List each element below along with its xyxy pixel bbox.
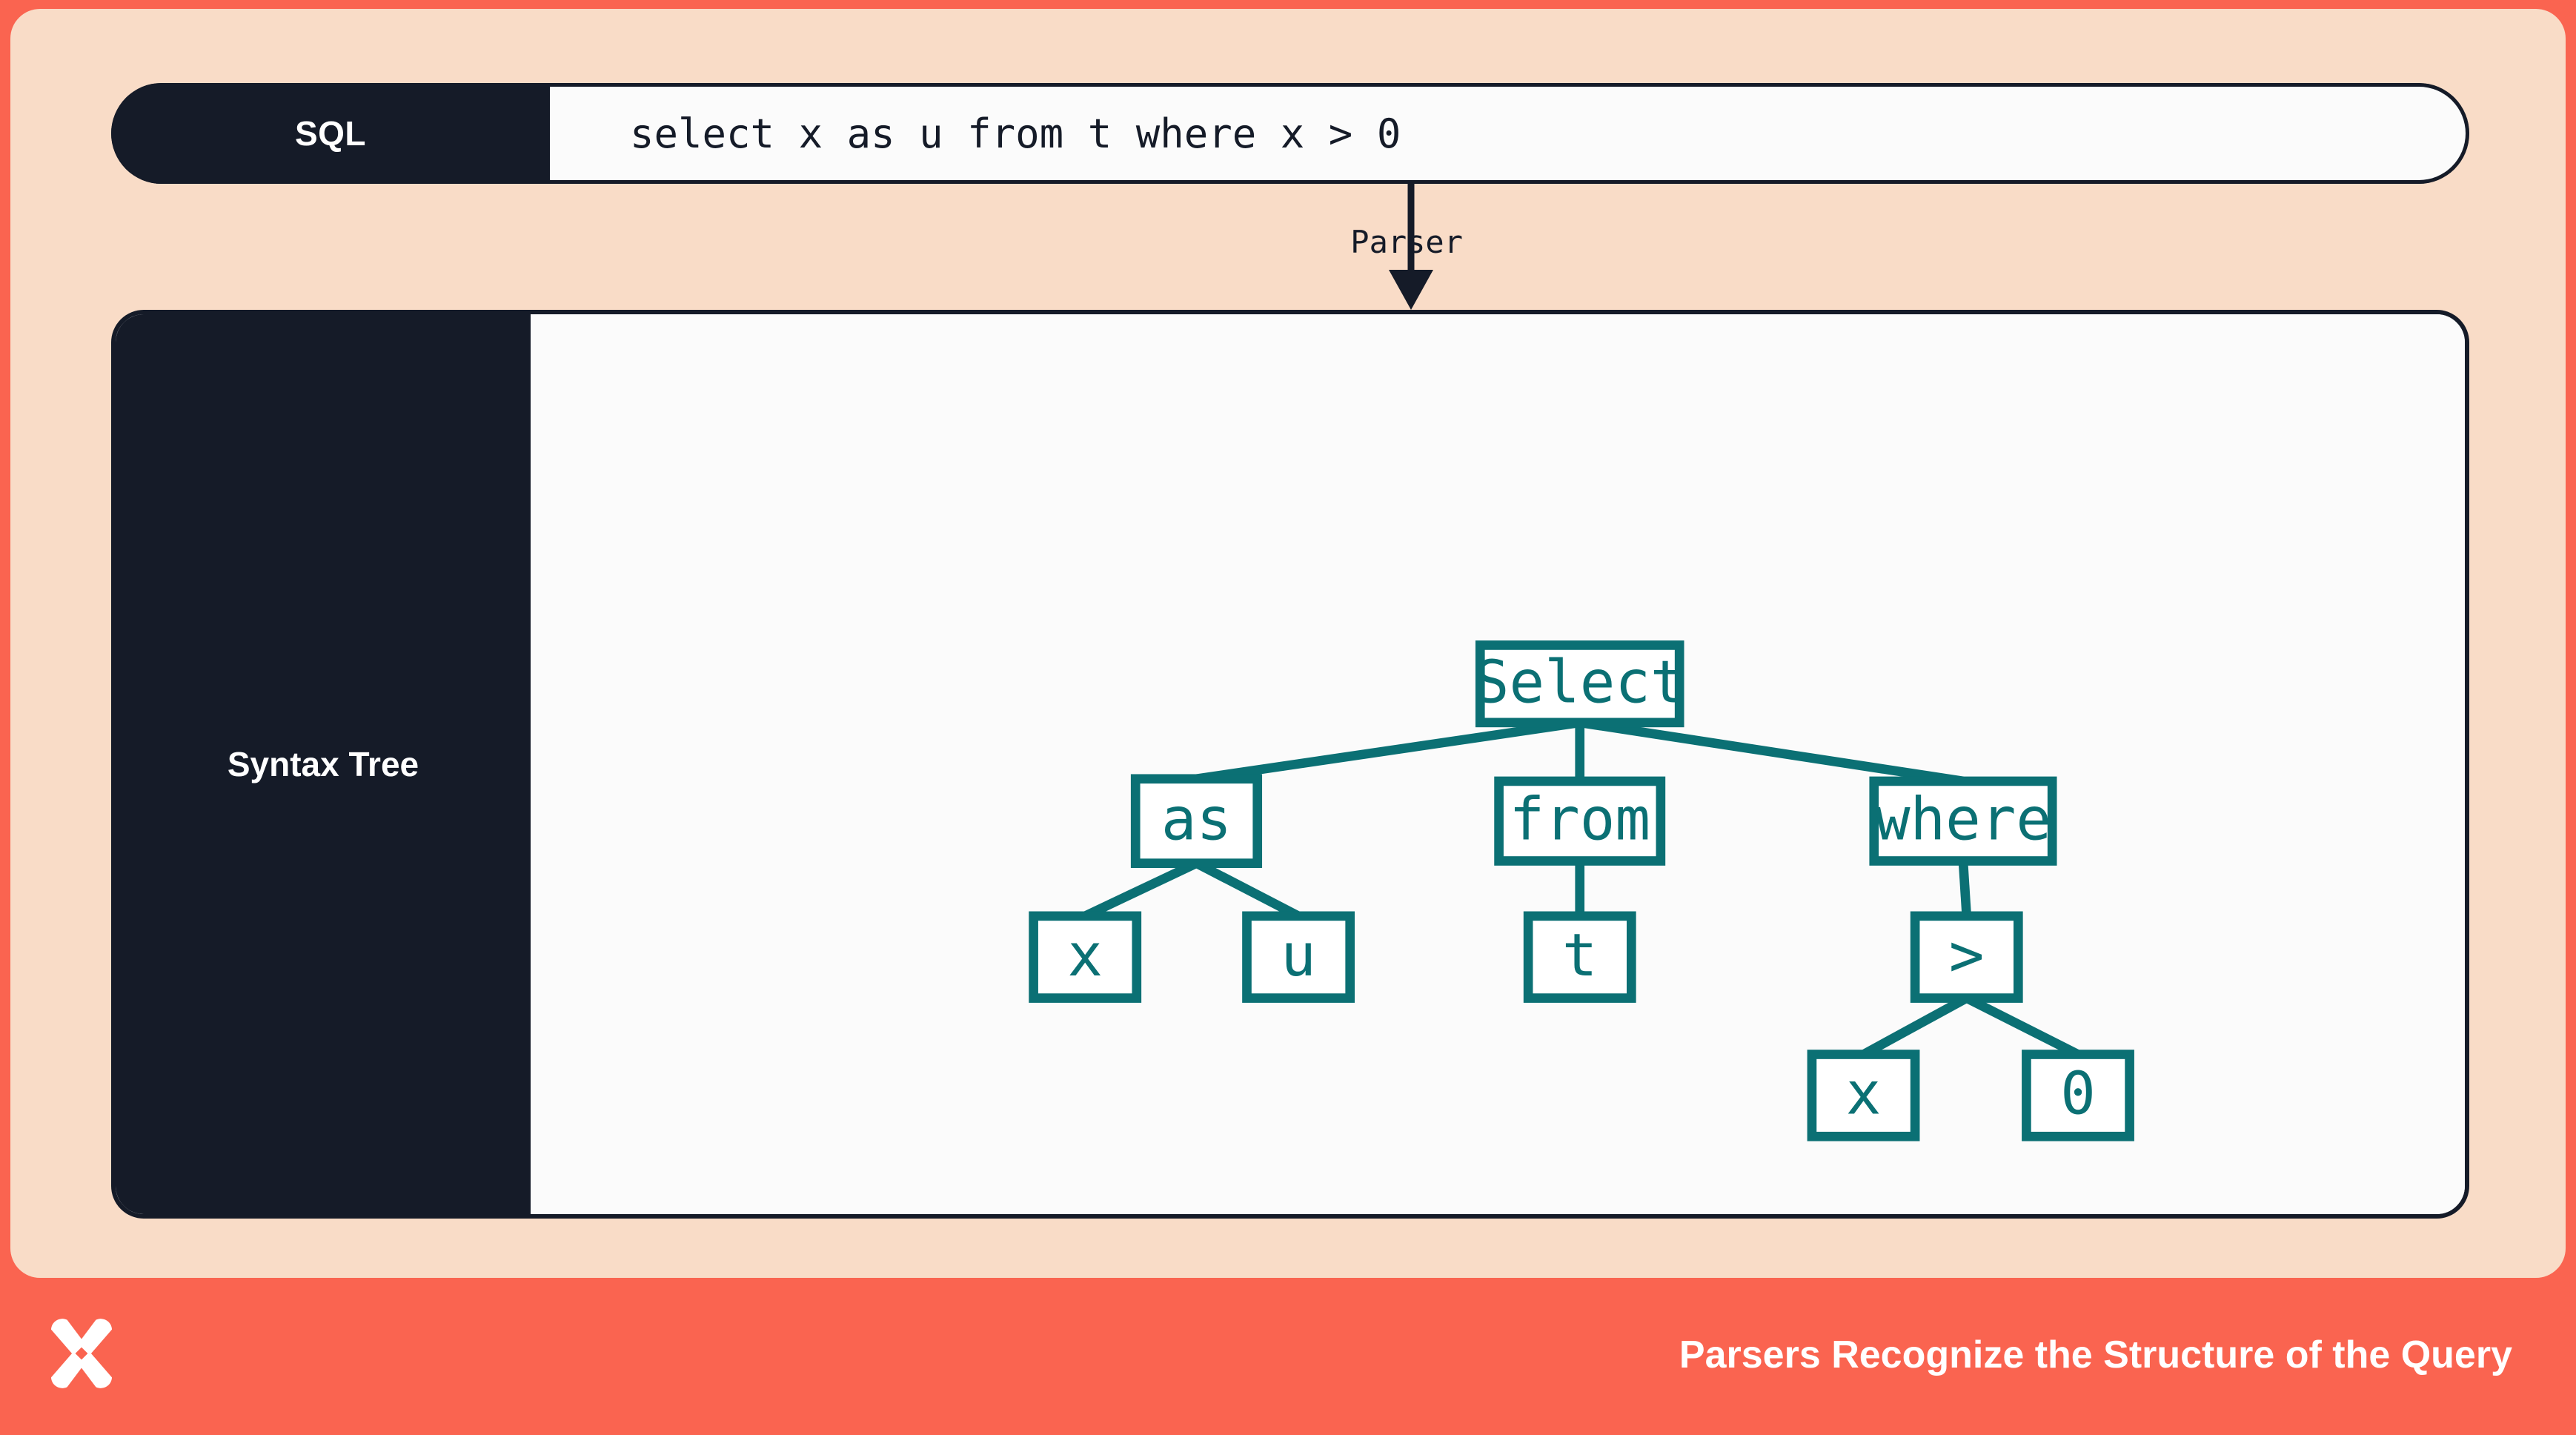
tree-node-where[interactable]: where (1869, 776, 2057, 866)
tree-node-label: x (1067, 921, 1103, 990)
tree-node-box (1523, 911, 1636, 1003)
tree-node-gt[interactable]: > (1910, 911, 2023, 1003)
tree-node-box (1910, 911, 2023, 1003)
tree-node-as[interactable]: as (1130, 774, 1263, 868)
tree-edge (1861, 994, 1969, 1059)
footer-bar: Parsers Recognize the Structure of the Q… (0, 1278, 2576, 1435)
tree-node-box (1807, 1050, 1920, 1141)
tree-node-box (1494, 776, 1666, 866)
tree-edge-layer (1083, 718, 2080, 1059)
footer-caption: Parsers Recognize the Structure of the Q… (1679, 1333, 2512, 1376)
content-stage: SQL select x as u from t where x > 0 Par… (10, 9, 2566, 1278)
syntax-tree-label: Syntax Tree (227, 745, 419, 783)
tree-node-box (1475, 640, 1684, 728)
tree-node-select[interactable]: Select (1474, 640, 1686, 728)
tree-node-layer: Select as from where x u t > x 0 (1029, 640, 2134, 1141)
tree-node-label: as (1161, 785, 1232, 853)
sql-query-text: select x as u from t where x > 0 (630, 110, 1401, 157)
tree-node-box (1130, 774, 1263, 868)
tree-node-label: x (1846, 1060, 1882, 1128)
syntax-tree-canvas: Select as from where x u t > x 0 (531, 314, 2465, 1214)
sql-label-cell: SQL (111, 83, 550, 184)
tree-node-box (1242, 911, 1355, 1003)
tree-edge (1194, 859, 1301, 921)
tree-edge (1579, 718, 1964, 786)
syntax-tree-label-cell: Syntax Tree (116, 314, 531, 1214)
tree-node-gt_x[interactable]: x (1807, 1050, 1920, 1141)
tree-node-from_t[interactable]: t (1523, 911, 1636, 1003)
down-arrow-icon (1389, 184, 1433, 310)
tree-node-label: t (1562, 921, 1598, 990)
syntax-tree-graph: Select as from where x u t > x 0 (1029, 640, 2134, 1141)
tree-edge (1083, 858, 1199, 921)
tree-node-box (2022, 1050, 2134, 1141)
tree-node-label: Select (1474, 648, 1686, 716)
tree-node-as_u[interactable]: u (1242, 911, 1355, 1003)
parser-label: Parser (1350, 224, 1463, 260)
tree-node-from[interactable]: from (1494, 776, 1666, 866)
x-mark-logo-icon (42, 1313, 122, 1393)
tree-node-label: u (1281, 921, 1316, 990)
tree-edge (1195, 718, 1581, 784)
tree-node-box (1029, 911, 1142, 1003)
tree-node-label: from (1510, 785, 1650, 853)
sql-label: SQL (294, 114, 367, 153)
tree-node-label: > (1949, 921, 1985, 990)
tree-node-label: where (1875, 785, 2051, 853)
tree-edge (1958, 861, 1972, 917)
tree-node-gt_0[interactable]: 0 (2022, 1050, 2134, 1141)
tree-edge (1964, 993, 2080, 1059)
tree-node-box (1869, 776, 2057, 866)
sql-input-row: SQL select x as u from t where x > 0 (111, 83, 2469, 184)
tree-node-as_x[interactable]: x (1029, 911, 1142, 1003)
syntax-tree-panel: Syntax Tree Select as from where x u t > x 0 (111, 310, 2469, 1219)
tree-node-label: 0 (2060, 1060, 2096, 1128)
sql-query-cell[interactable]: select x as u from t where x > 0 (550, 83, 2469, 184)
